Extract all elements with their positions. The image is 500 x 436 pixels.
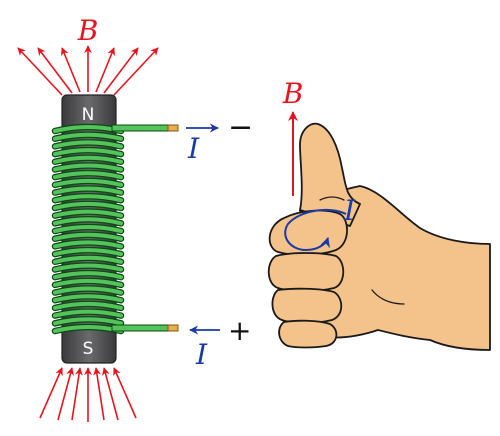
- top-lead-wire: [111, 124, 169, 132]
- lead-wires: [111, 124, 179, 332]
- coil-turn: [53, 309, 123, 318]
- coil-turn: [53, 255, 123, 264]
- south-pole-label: S: [83, 339, 94, 359]
- hand-current-label: I: [343, 194, 356, 227]
- top-current-label: I: [187, 132, 200, 165]
- coil-turn: [53, 209, 123, 218]
- coil-turn: [53, 301, 123, 310]
- top-terminal-sign: −: [228, 110, 253, 145]
- coil-turn: [53, 317, 123, 326]
- coil-turn: [53, 278, 123, 287]
- coil-turn: [53, 178, 123, 187]
- thumb: [299, 122, 361, 227]
- south-field-lines: [39, 367, 137, 422]
- bottom-terminal-sign: +: [228, 314, 251, 347]
- coil-turn: [53, 194, 123, 203]
- coil-turn: [53, 171, 123, 180]
- thumb-crease: [319, 196, 345, 201]
- solenoid-coil: [51, 123, 125, 335]
- little-finger: [278, 319, 338, 349]
- coil-turn: [53, 163, 123, 172]
- bottom-current-indicator: I +: [189, 314, 251, 371]
- coil-turn: [53, 186, 123, 195]
- ring-finger: [271, 287, 343, 324]
- bottom-lead-wire: [111, 324, 169, 332]
- coil-turn: [53, 271, 123, 280]
- coil-turn: [53, 155, 123, 164]
- coil-turn: [53, 286, 123, 295]
- top-lead-tip: [167, 124, 179, 132]
- coil-turn: [53, 248, 123, 257]
- coil-turn: [53, 232, 123, 241]
- coil-turn: [53, 217, 123, 226]
- right-hand-illustration: [267, 122, 491, 351]
- middle-finger: [267, 252, 345, 292]
- index-finger: [268, 209, 348, 256]
- bottom-current-label: I: [195, 338, 208, 371]
- coil-turn: [53, 294, 123, 303]
- top-current-indicator: I −: [186, 110, 253, 165]
- coil-turn: [53, 240, 123, 249]
- wrist-crease: [371, 289, 405, 305]
- coil-turn: [53, 148, 123, 157]
- coil-turn: [53, 201, 123, 210]
- north-pole-label: N: [82, 105, 95, 125]
- coil-turn: [53, 263, 123, 272]
- hand-field-label: B: [282, 77, 304, 110]
- solenoid-field-label: B: [77, 14, 99, 47]
- bottom-lead-tip: [167, 324, 179, 332]
- coil-turn: [53, 225, 123, 233]
- north-field-lines: [17, 45, 159, 96]
- coil-turn: [53, 140, 123, 149]
- coil-turn: [53, 132, 123, 141]
- hand-current-curl-arrow: [284, 208, 347, 252]
